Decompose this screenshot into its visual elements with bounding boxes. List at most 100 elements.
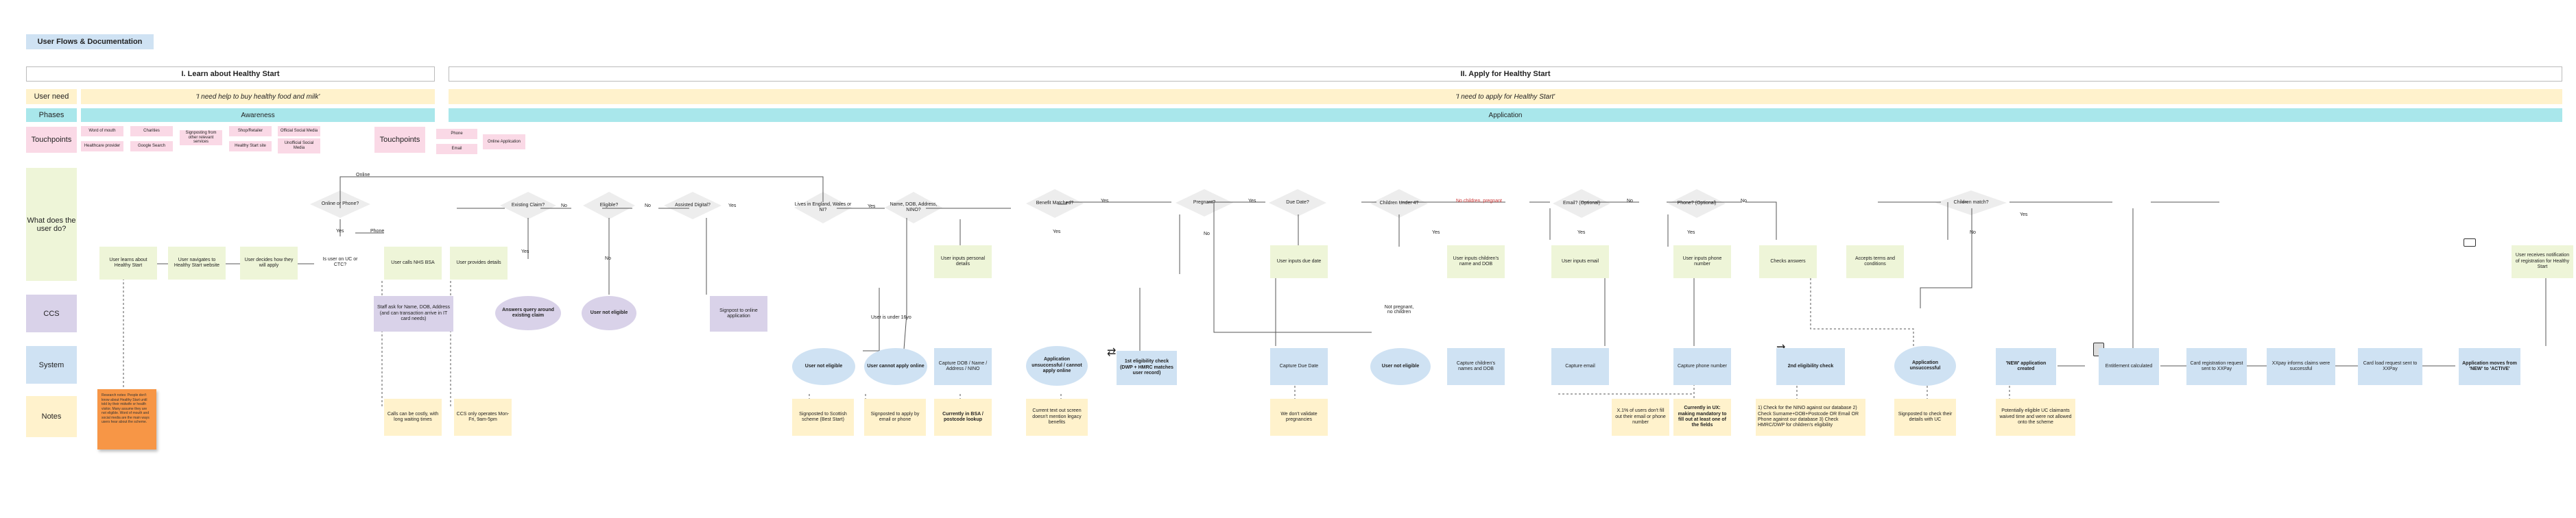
note-pct-users: X.1% of users don't fill out their email… xyxy=(1612,399,1669,436)
page-tag: User Flows & Documentation xyxy=(26,34,154,49)
system-second-check: 2nd eligibility check xyxy=(1776,348,1845,385)
row-label-touchpoints-2: Touchpoints xyxy=(374,127,425,153)
touchpoint-shop: Shop/Retailer xyxy=(229,126,272,136)
action-receives-notification: User receives notification of registrati… xyxy=(2512,245,2573,278)
action-inputs-phone: User inputs phone number xyxy=(1673,245,1731,278)
edge-yes-4: Yes xyxy=(868,204,876,209)
decision-assisted-digital: Assisted Digital? xyxy=(664,192,721,219)
touchpoint-signposting: Signposting from other relevant services xyxy=(180,130,222,145)
edge-no-3: No xyxy=(605,256,611,261)
edge-phone: Phone xyxy=(370,229,385,234)
system-card-load: Card load request sent to XXPay xyxy=(2358,348,2422,385)
edge-yes-2: Yes xyxy=(728,204,737,208)
action-accepts-terms: Accepts terms and conditions xyxy=(1846,245,1904,278)
row-label-what-user-does: What does the user do? xyxy=(26,168,77,281)
edge-yes-9: Yes xyxy=(1577,230,1586,235)
edge-yes-7: Yes xyxy=(1248,199,1256,204)
action-inputs-email: User inputs email xyxy=(1551,245,1609,278)
touchpoint-unofficial-social: Unofficial Social Media xyxy=(278,138,320,153)
action-is-user-uc: Is user on UC or CTC? xyxy=(322,256,358,267)
action-checks-answers: Checks answers xyxy=(1759,245,1817,278)
system-moves-active: Application moves from 'NEW' to 'ACTIVE' xyxy=(2459,348,2520,385)
section-apply-title: II. Apply for Healthy Start xyxy=(449,66,2562,82)
ccs-answers-query: Answers query around existing claim xyxy=(495,296,561,330)
decision-children-match: Children match? xyxy=(1935,190,2007,215)
decision-children-under4: Children Under 4? xyxy=(1370,189,1428,218)
edge-yes-6: Yes xyxy=(1101,199,1109,204)
ccs-signpost-online: Signpost to online application xyxy=(710,296,767,332)
decision-existing-claim: Existing Claim? xyxy=(500,192,556,219)
decision-due-date: Due Date? xyxy=(1269,189,1326,217)
action-navigates: User navigates to Healthy Start website xyxy=(168,247,226,280)
edge-yes-10: Yes xyxy=(1687,230,1695,235)
note-signposted-apply: Signposted to apply by email or phone xyxy=(864,399,926,436)
action-inputs-children: User inputs children's name and DOB xyxy=(1447,245,1505,278)
action-calls-nhs: User calls NHS BSA xyxy=(384,247,442,280)
decision-email: Email? (Optional) xyxy=(1553,189,1610,218)
edge-online: Online xyxy=(356,173,370,177)
ccs-staff-ask: Staff ask for Name, DOB, Address (and ca… xyxy=(374,296,453,332)
edge-yes-3: Yes xyxy=(521,249,529,254)
action-provides-details: User provides details xyxy=(450,247,508,280)
decision-name-dob: Name, DOB, Address, NINO? xyxy=(885,192,942,223)
row-label-touchpoints: Touchpoints xyxy=(26,127,77,153)
phase-awareness: Awareness xyxy=(81,108,435,122)
section-learn-title: I. Learn about Healthy Start xyxy=(26,66,435,82)
edge-under-16: User is under 16yo xyxy=(871,315,911,320)
note-check-nino: 1) Check for the NINO against our databa… xyxy=(1756,399,1865,436)
system-unsuccessful: Application unsuccessful / cannot apply … xyxy=(1026,346,1088,386)
action-decides: User decides how they will apply xyxy=(240,247,298,280)
system-capture-phone: Capture phone number xyxy=(1673,348,1731,385)
system-first-check: 1st eligibility check (DWP + HMRC matche… xyxy=(1117,351,1177,385)
touchpoint-email: Email xyxy=(436,144,477,154)
edge-not-pregnant: Not pregnant, no children xyxy=(1384,305,1414,314)
note-ccs-hours: CCS only operates Mon-Fri, 9am-5pm xyxy=(454,399,512,436)
note-currently-bsa: Currently in BSA / postcode lookup xyxy=(934,399,992,436)
note-signposted-check: Signposted to check their details with U… xyxy=(1894,399,1956,436)
row-label-system: System xyxy=(26,346,77,384)
decision-lives-in: Lives in England, Wales or NI? xyxy=(794,192,852,223)
note-we-dont-validate: We don't validate pregnancies xyxy=(1270,399,1328,436)
edge-no-4: No xyxy=(1204,232,1210,236)
decision-benefit-matched: Benefit Matched? xyxy=(1026,189,1084,218)
edge-yes-8: Yes xyxy=(1432,230,1440,235)
user-need-learn: 'I need help to buy healthy food and mil… xyxy=(81,89,435,104)
decision-online-phone: Online or Phone? xyxy=(310,190,370,218)
edge-yes-11: Yes xyxy=(2020,212,2028,217)
touchpoint-charities: Charities xyxy=(130,126,173,136)
edge-no-6: No xyxy=(1741,199,1747,204)
edge-no-1: No xyxy=(561,204,567,208)
system-entitlement: Entitlement calculated xyxy=(2099,348,2159,385)
edge-no-7: No xyxy=(1970,230,1976,235)
phase-application: Application xyxy=(449,108,2562,122)
note-currently-ux: Currently in UX: making mandatory to fil… xyxy=(1673,399,1731,436)
touchpoint-online-app: Online Application xyxy=(483,134,525,149)
system-not-eligible-2: User not eligible xyxy=(1370,348,1431,385)
system-capture-children: Capture children's names and DOB xyxy=(1447,348,1505,385)
user-need-apply: 'I need to apply for Healthy Start' xyxy=(449,89,2562,104)
edge-no-children-pregnant: No children, pregnant xyxy=(1456,199,1502,204)
system-new-created: 'NEW' application created xyxy=(1996,348,2056,385)
note-potentially: Potentially eligible UC claimants waived… xyxy=(1996,399,2075,436)
note-signposted-scotland: Signposted to Scottish scheme (Best Star… xyxy=(792,399,854,436)
edge-no-2: No xyxy=(645,204,651,208)
sync-arrows-icon: ⇄ xyxy=(1107,347,1117,358)
edge-no-5: No xyxy=(1627,199,1633,204)
decision-pregnant: Pregnant? xyxy=(1176,189,1233,217)
system-card-reg: Card registration request sent to XXPay xyxy=(2186,348,2247,385)
row-label-ccs: CCS xyxy=(26,295,77,332)
note-current-text: Current text out screen doesn't mention … xyxy=(1026,399,1088,436)
research-sticky-note: Research notes: People don't know about … xyxy=(97,389,156,449)
action-inputs-personal: User inputs personal details xyxy=(934,245,992,278)
action-inputs-due-date: User inputs due date xyxy=(1270,245,1328,278)
touchpoint-hs-site: Healthy Start site xyxy=(229,141,272,151)
system-capture-details: Capture DOB / Name / Address / NINO xyxy=(934,348,992,385)
system-capture-due-date: Capture Due Date xyxy=(1270,348,1328,385)
decision-phone: Phone? (Optional) xyxy=(1668,189,1726,218)
note-calls-costly: Calls can be costly, with long waiting t… xyxy=(384,399,442,436)
envelope-icon xyxy=(2464,238,2476,247)
system-xxpay-informs: XXpay informs claims were successful xyxy=(2267,348,2335,385)
touchpoint-healthcare: Healthcare provider xyxy=(81,141,123,151)
row-label-phases: Phases xyxy=(26,108,77,122)
edge-yes-1: Yes xyxy=(336,229,344,234)
